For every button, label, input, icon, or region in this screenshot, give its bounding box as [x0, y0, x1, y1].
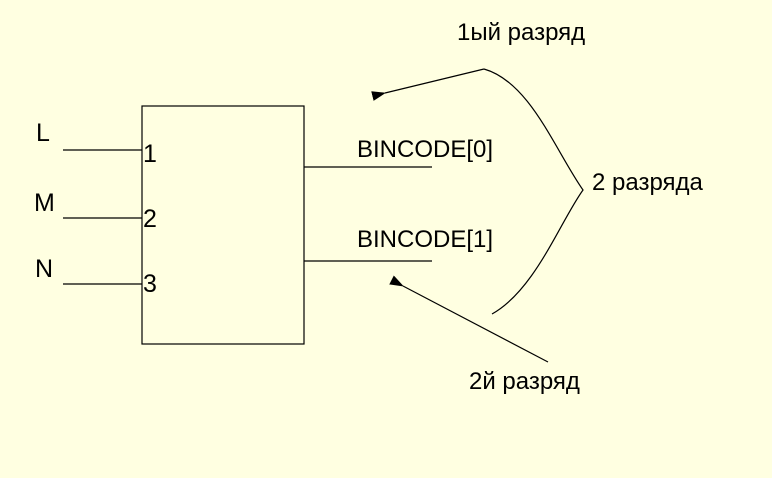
brace	[483, 68, 584, 315]
annotation-bit1: 1ый разряд	[457, 19, 585, 46]
input-label-n: N	[35, 255, 53, 283]
output-label-bincode-0: BINCODE[0]	[357, 136, 493, 163]
input-label-m: M	[34, 189, 55, 217]
output-label-bincode-1: BINCODE[1]	[357, 226, 493, 253]
pin-label-1: 1	[143, 140, 157, 168]
arrow-bit2	[389, 275, 549, 363]
encoder-block	[141, 105, 305, 345]
annotation-bit2: 2й разряд	[469, 368, 580, 395]
pin-label-3: 3	[143, 270, 157, 298]
pin-label-2: 2	[143, 205, 157, 233]
arrow-bit1	[371, 68, 485, 101]
input-label-l: L	[36, 119, 50, 147]
annotation-total: 2 разряда	[592, 169, 704, 196]
